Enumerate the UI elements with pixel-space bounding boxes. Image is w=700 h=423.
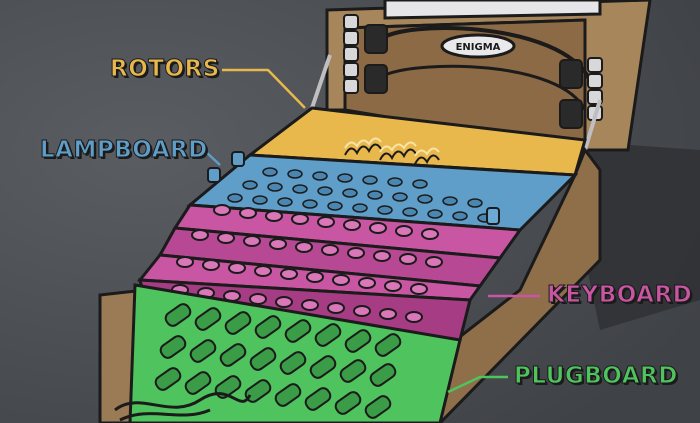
plugboard-label: PLUGBOARD (514, 363, 678, 389)
rotors-callout-line (222, 68, 306, 109)
keyboard-panel (137, 203, 523, 342)
lampboard-callout-line (205, 151, 221, 166)
enigma-plate: ENIGMA (440, 33, 516, 59)
case-right-side (428, 146, 602, 423)
keyboard-label: KEYBOARD (546, 282, 693, 308)
plugboard-callout-line (447, 375, 508, 394)
callout-lines (205, 68, 540, 394)
lampboard-label: LAMPBOARD (40, 137, 208, 163)
plugboard-panel (114, 283, 462, 423)
rotors-label: ROTORS (110, 56, 220, 82)
enigma-plate-text: ENIGMA (456, 42, 501, 53)
lid (310, 0, 652, 161)
